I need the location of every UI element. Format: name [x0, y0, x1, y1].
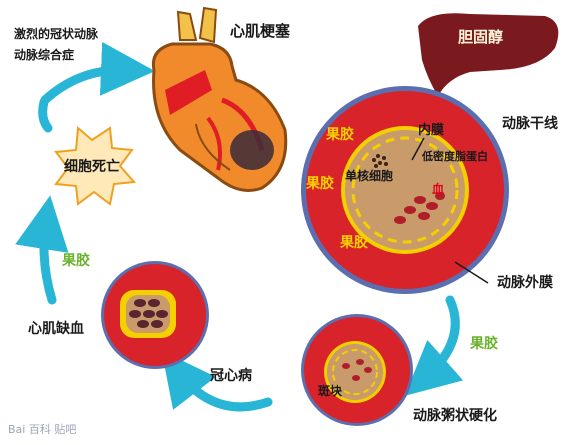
pectin-label-right: 果胶 — [470, 336, 498, 352]
acs-label-line1: 激烈的冠状动脉 — [14, 27, 99, 41]
cholesterol-liver-shape — [418, 13, 559, 97]
monocyte-label: 单核细胞 — [345, 169, 394, 183]
ldl-label: 低密度脂蛋白 — [422, 150, 488, 163]
pectin-label-top: 果胶 — [326, 127, 354, 143]
watermark: Bai 百科 贴吧 — [8, 423, 77, 436]
artery-trunk-section — [301, 86, 509, 294]
pectin-label-middle: 果胶 — [306, 176, 334, 192]
intima-pointer — [411, 137, 425, 161]
arrow-ischemia-to-death — [15, 195, 69, 305]
ischemia-section — [101, 261, 209, 369]
atherosclerosis-section — [301, 314, 413, 426]
pectin-label-bottom: 果胶 — [340, 235, 368, 251]
cycle-arrows — [15, 41, 464, 412]
pectin-label-left: 果胶 — [62, 253, 90, 269]
blood-label: 血 — [432, 182, 445, 196]
infarct-zone — [230, 130, 274, 170]
blood-cells — [394, 192, 445, 224]
coronary-disease-label: 冠心病 — [210, 368, 252, 384]
artery-trunk-label: 动脉干线 — [502, 116, 558, 132]
arrow-death-to-acs — [38, 97, 53, 133]
acs-label-line2: 动脉综合症 — [14, 48, 75, 62]
adventitia-pointer — [454, 261, 489, 284]
cell-death-label: 细胞死亡 — [64, 159, 120, 175]
cholesterol-label: 胆固醇 — [458, 28, 504, 46]
ischemia-label: 心肌缺血 — [28, 321, 84, 337]
heart-illustration — [151, 6, 288, 192]
intima-label: 内膜 — [418, 123, 445, 138]
adventitia-label: 动脉外膜 — [497, 275, 553, 291]
arrow-coronary-to-ischemia — [161, 350, 273, 412]
arrow-acs-to-infarction — [40, 41, 155, 105]
plaque-label: 斑块 — [318, 384, 343, 398]
cell-death-burst — [54, 125, 137, 206]
arrow-trunk-to-atheroma — [404, 295, 464, 396]
atherosclerosis-label: 动脉粥状硬化 — [413, 408, 497, 424]
ldl-particles — [372, 154, 388, 168]
infarction-label: 心肌梗塞 — [230, 22, 291, 40]
